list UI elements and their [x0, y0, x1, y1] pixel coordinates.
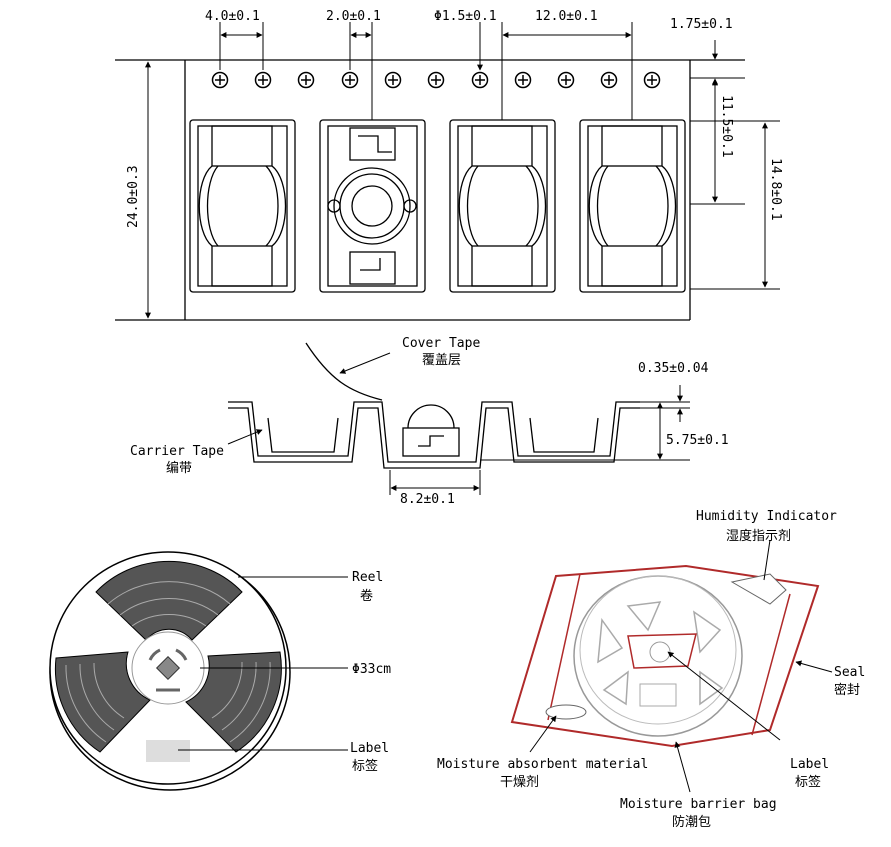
cover-tape-cn-label: 覆盖层 — [422, 353, 461, 368]
dim-pocket-depth: 5.75±0.1 — [666, 433, 729, 448]
reel-illustration — [49, 551, 348, 791]
moisture-absorbent-label: Moisture absorbent material — [437, 757, 648, 772]
dim-pocket-pitch: 12.0±0.1 — [535, 9, 598, 24]
seal-label: Seal — [834, 665, 865, 680]
dim-pocket-width: 8.2±0.1 — [400, 492, 455, 507]
cover-tape-label: Cover Tape — [402, 336, 480, 351]
reel-diameter: Φ33cm — [352, 662, 391, 677]
bag-label-callout: Label — [790, 757, 829, 772]
pocket-1 — [189, 119, 296, 293]
dim-pocket-length: 14.8±0.1 — [768, 158, 783, 221]
pocket-4 — [579, 119, 686, 293]
dim-hole-diameter: Φ1.5±0.1 — [434, 9, 497, 24]
top-dimension-lines — [145, 22, 768, 319]
moisture-absorbent-cn-label: 干燥剂 — [500, 775, 539, 790]
tape-top-view — [115, 22, 780, 321]
pocket-2 — [319, 119, 426, 293]
humidity-indicator-label: Humidity Indicator — [696, 509, 837, 524]
reel-label: Reel — [352, 570, 383, 585]
humidity-indicator-cn-label: 湿度指示剂 — [726, 528, 791, 544]
dim-edge-to-hole: 1.75±0.1 — [670, 17, 733, 32]
moisture-bag-illustration — [510, 539, 833, 793]
dim-hole-to-pocket: 11.5±0.1 — [719, 95, 734, 158]
dim-tape-thickness: 0.35±0.04 — [638, 361, 709, 376]
pocket-3 — [449, 119, 556, 293]
carrier-tape-cn-label: 编带 — [166, 461, 192, 476]
bag-label-cn-callout: 标签 — [795, 774, 821, 790]
reel-label-callout: Label — [350, 741, 389, 756]
dim-tape-width: 24.0±0.3 — [126, 165, 141, 228]
carrier-tape-label: Carrier Tape — [130, 444, 224, 459]
seal-cn-label: 密封 — [834, 682, 860, 698]
moisture-barrier-bag-label: Moisture barrier bag — [620, 797, 777, 812]
tape-side-view — [227, 342, 690, 495]
sprocket-holes — [211, 71, 661, 89]
dim-pocket-offset: 2.0±0.1 — [326, 9, 381, 24]
moisture-barrier-bag-cn-label: 防潮包 — [672, 814, 711, 830]
reel-label-cn-callout: 标签 — [352, 758, 378, 774]
dim-hole-pitch: 4.0±0.1 — [205, 9, 260, 24]
reel-cn-label: 卷 — [360, 588, 373, 604]
